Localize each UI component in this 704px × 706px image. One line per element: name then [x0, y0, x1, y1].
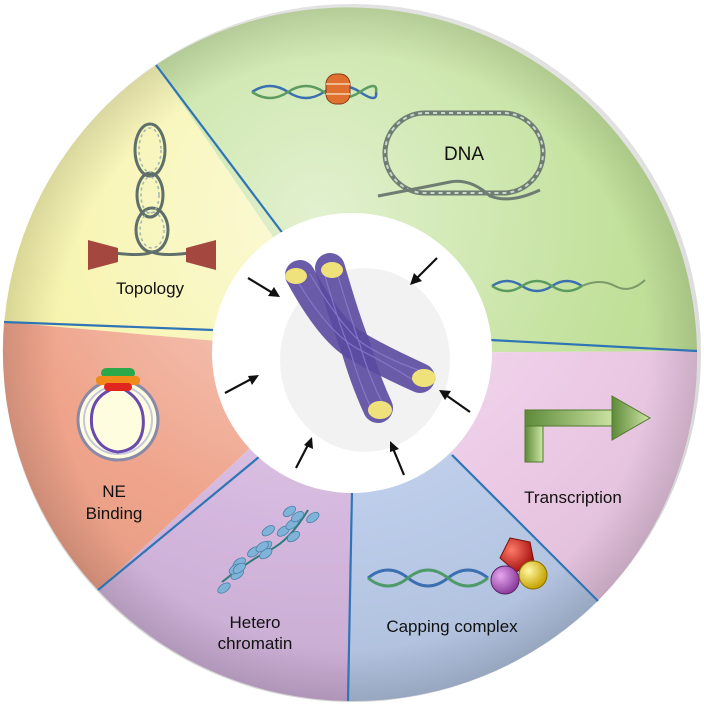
- divider-line: [155, 64, 285, 236]
- label-transcription: Transcription: [524, 488, 622, 507]
- label-hetero: Hetero: [229, 613, 280, 632]
- divider-line: [346, 489, 354, 702]
- arrow-icon: [295, 437, 313, 469]
- nucleosome-bead: [255, 541, 269, 553]
- label-ne: NE: [102, 482, 126, 501]
- promoter-arrow-icon: [524, 395, 651, 463]
- nucleosome-bead: [286, 531, 301, 543]
- nucleosome-bead: [282, 505, 296, 517]
- chromosome-icon: [280, 253, 450, 452]
- arrow-icon: [390, 441, 406, 476]
- nuclear-envelope-icon: [76, 368, 160, 462]
- nucleosome-bead: [232, 562, 246, 574]
- divider-line: [3, 320, 214, 332]
- nucleosome-bead: [291, 511, 305, 523]
- label-chromatin: chromatin: [218, 634, 293, 653]
- nucleosome-bead: [217, 582, 231, 594]
- divider-line: [489, 338, 698, 353]
- linear-dna-icon: [251, 73, 378, 105]
- nucleosome-bead: [261, 525, 275, 537]
- arrow-icon: [439, 390, 471, 413]
- label-capping-complex: Capping complex: [386, 617, 518, 636]
- divider-line: [97, 451, 266, 591]
- label-dna: DNA: [444, 144, 484, 165]
- arrow-icon: [224, 375, 259, 394]
- nucleosome-bead: [306, 511, 320, 524]
- looped-dna-icon: [88, 122, 216, 270]
- dna-helix-icon: [491, 279, 646, 293]
- divider-line: [451, 454, 599, 602]
- circular-dna-icon: [377, 110, 546, 201]
- arrow-icon: [410, 257, 438, 285]
- label-binding: Binding: [86, 504, 143, 523]
- inward-arrows: [224, 257, 471, 476]
- heterochromatin-fiber-icon: [217, 505, 320, 594]
- capping-complex-icon: [367, 537, 548, 595]
- arrow-icon: [247, 277, 280, 297]
- label-topology: Topology: [116, 279, 185, 298]
